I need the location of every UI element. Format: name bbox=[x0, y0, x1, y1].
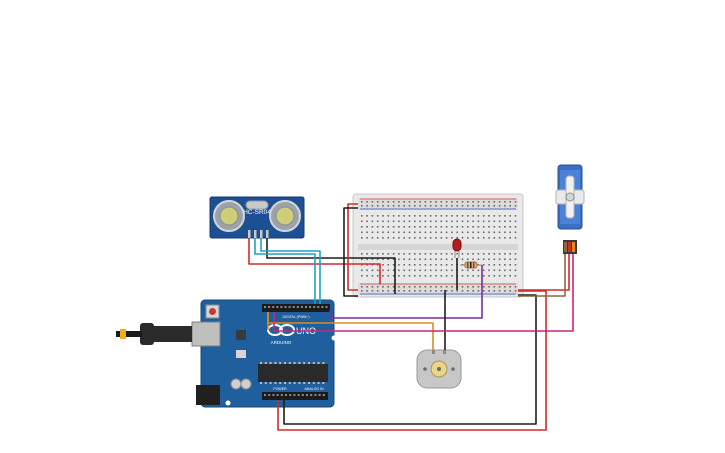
analog-header-label: ANALOG IN bbox=[304, 387, 324, 391]
wire-gnd[interactable] bbox=[283, 294, 537, 425]
red-led[interactable] bbox=[452, 238, 462, 258]
wire-5v[interactable] bbox=[277, 290, 547, 431]
wire-rail-red-left[interactable] bbox=[347, 203, 358, 291]
wire-sensor-echo[interactable] bbox=[260, 238, 321, 304]
servo-motor[interactable] bbox=[555, 164, 585, 254]
dc-motor[interactable] bbox=[416, 349, 462, 389]
mounting-hole bbox=[331, 335, 337, 341]
wires bbox=[248, 203, 574, 431]
analog-power-header-pins bbox=[264, 394, 325, 396]
wire-servo-power[interactable] bbox=[518, 254, 570, 291]
wire-rail-black-left[interactable] bbox=[343, 207, 358, 297]
digital-header-pins bbox=[264, 306, 328, 308]
arduino-uno[interactable]: UNO ARDUINO DIGITAL (PWM~) POWER ANALOG … bbox=[191, 299, 337, 408]
arduino-logo-label: ARDUINO bbox=[271, 340, 292, 345]
wire-sensor-trig[interactable] bbox=[254, 238, 316, 304]
wire-sensor-gnd[interactable] bbox=[266, 238, 396, 294]
mounting-hole bbox=[225, 400, 231, 406]
ultrasonic-sensor[interactable]: HC-SR04 bbox=[209, 196, 305, 239]
breadboard-holes bbox=[361, 201, 517, 292]
resistor[interactable] bbox=[460, 261, 482, 269]
usb-cable[interactable] bbox=[116, 323, 192, 345]
wire-led-signal[interactable] bbox=[329, 265, 483, 319]
wire-servo-gnd[interactable] bbox=[518, 254, 566, 297]
power-header-label: POWER bbox=[273, 387, 287, 391]
sensor-model-label: HC-SR04 bbox=[243, 209, 271, 216]
wire-servo-signal[interactable] bbox=[273, 254, 574, 332]
digital-header-label: DIGITAL (PWM~) bbox=[282, 315, 309, 319]
microcontroller-pins bbox=[260, 362, 325, 384]
breadboard[interactable] bbox=[352, 193, 524, 298]
